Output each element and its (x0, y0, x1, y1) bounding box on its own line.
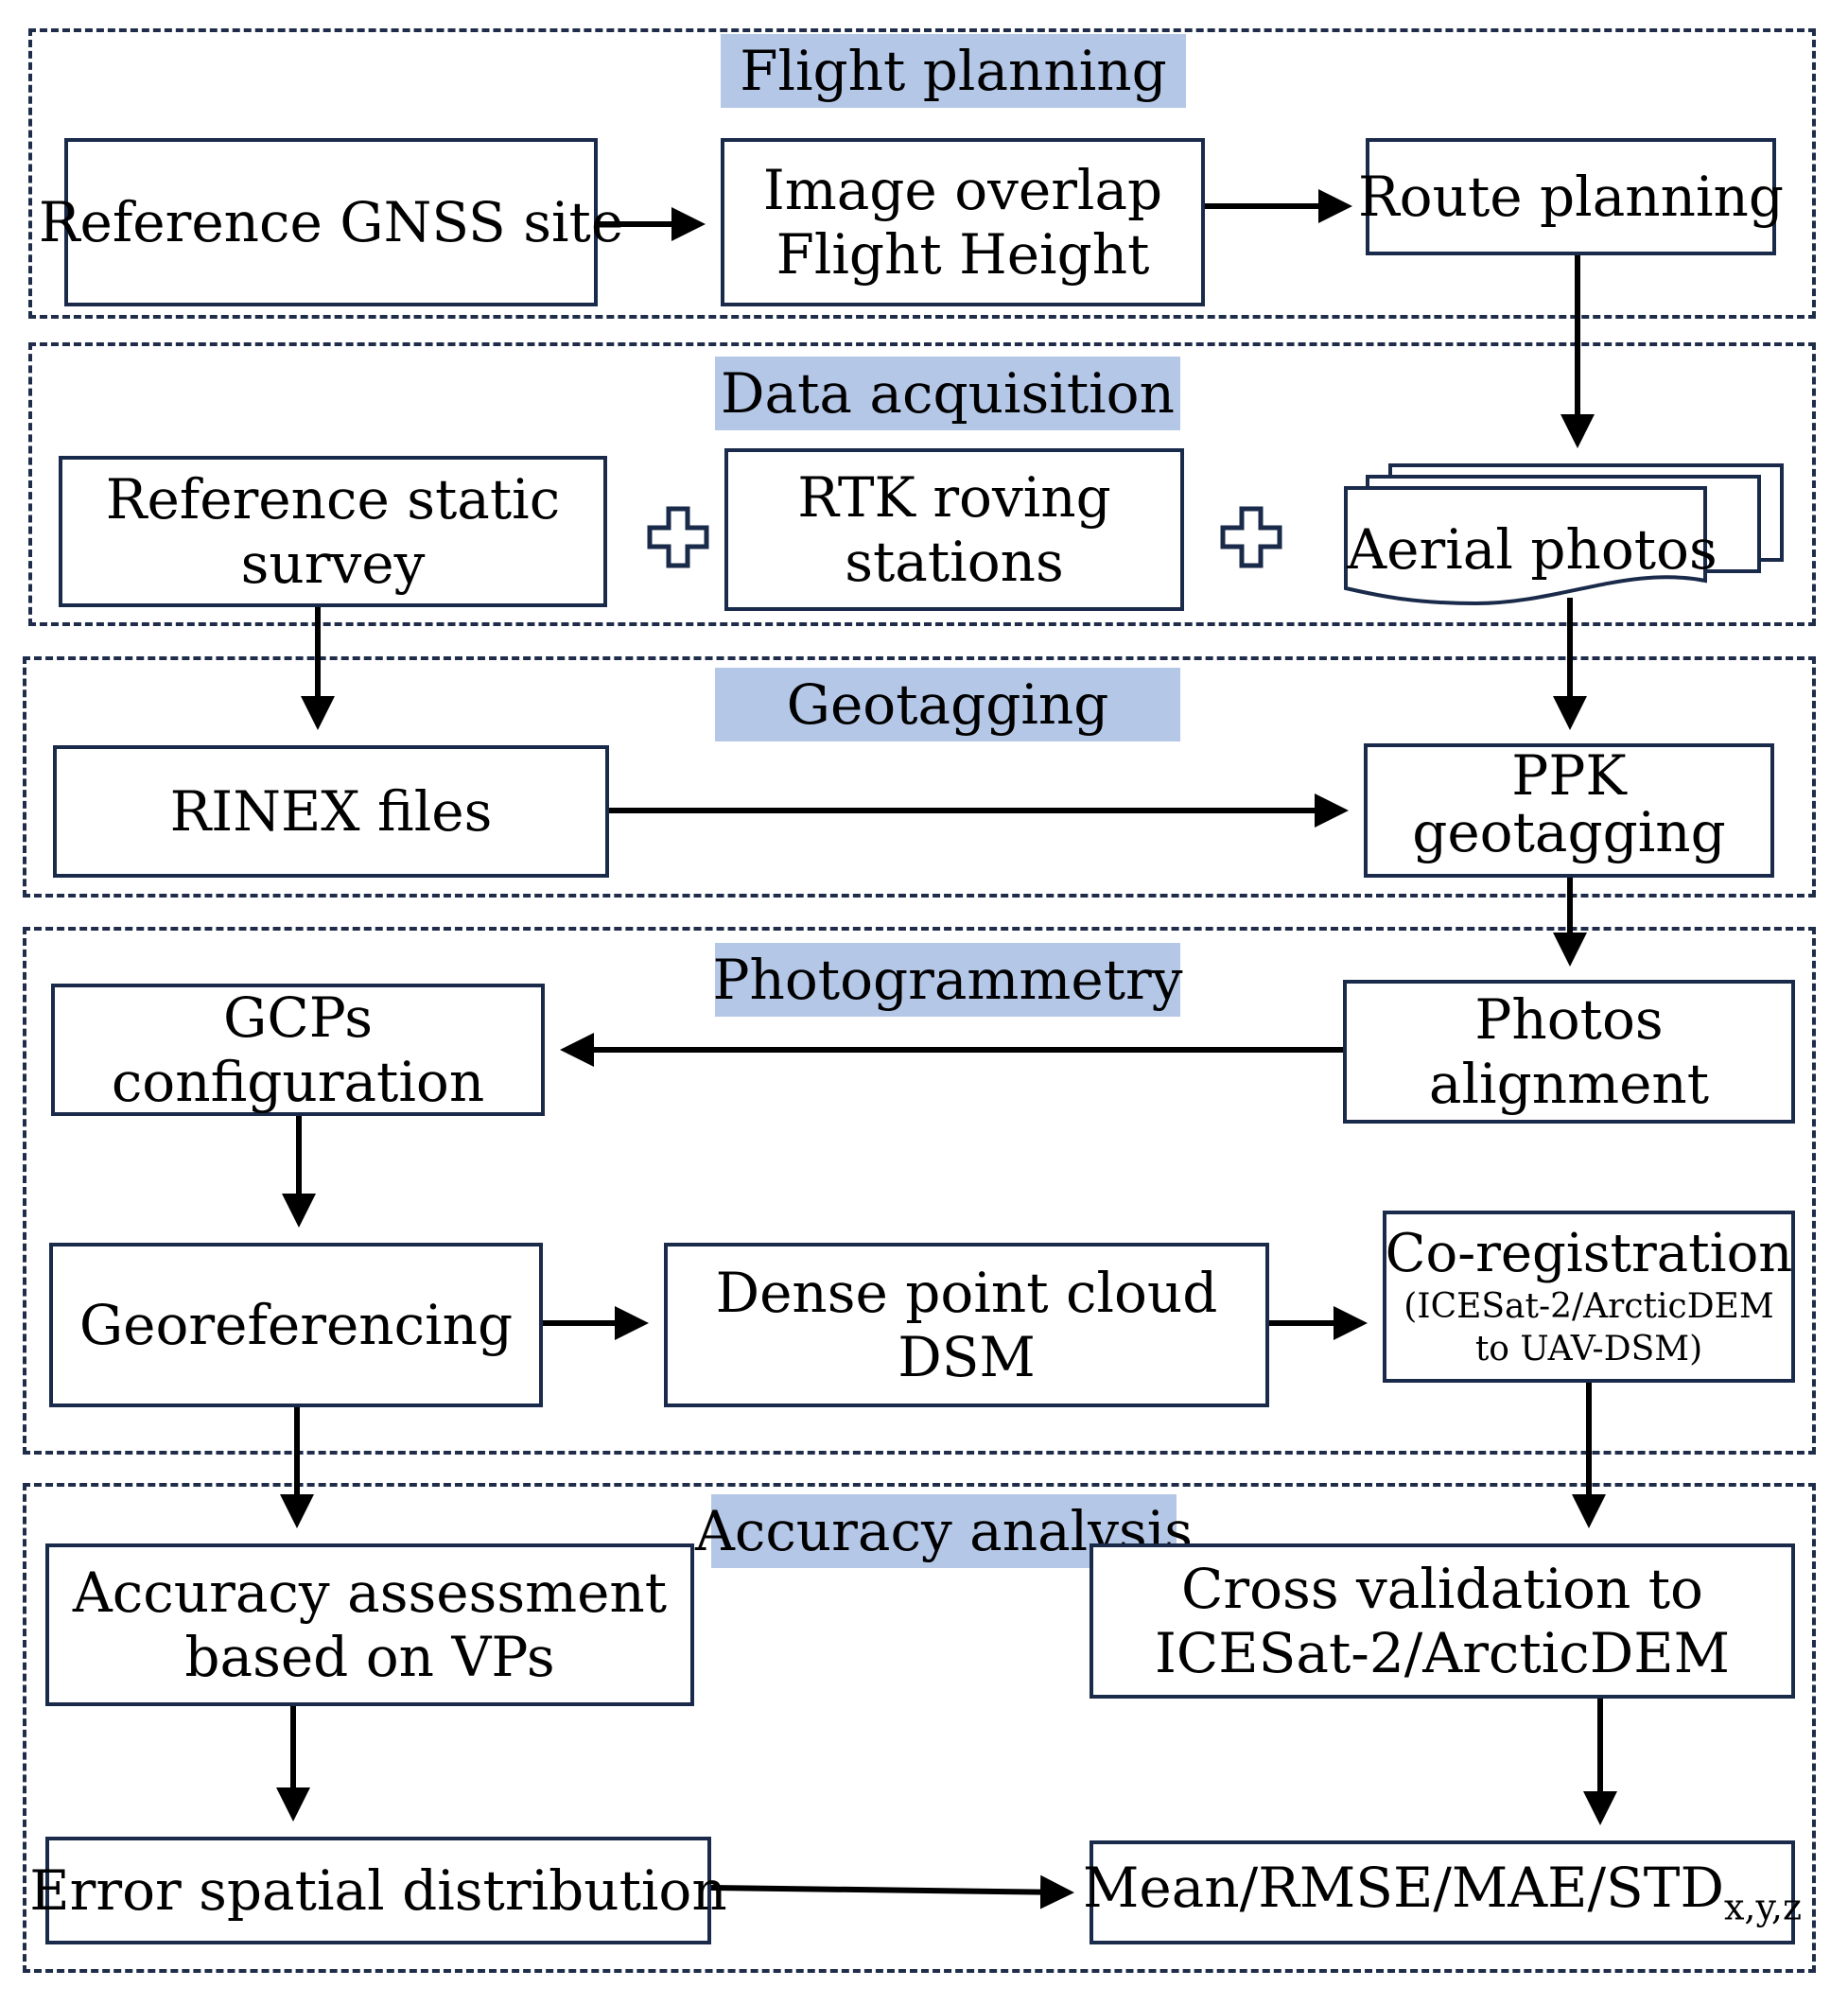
node-label: Reference static (105, 466, 561, 532)
node-label: Dense point cloud (715, 1260, 1218, 1325)
node-label: Cross validation to (1181, 1556, 1703, 1621)
node-error-spatial-distribution: Error spatial distribution (29, 1837, 727, 1944)
node-metrics: Mean/RMSE/MAE/STDx,y,z (1083, 1840, 1802, 1944)
node-image-overlap-flight-height: Image overlap Flight Height (721, 138, 1205, 306)
node-label: based on VPs (184, 1625, 555, 1689)
node-label: GCPs (223, 985, 373, 1050)
node-label: DSM (898, 1325, 1036, 1389)
section-data-acquisition (28, 342, 1816, 626)
node-label: to UAV-DSM) (1474, 1330, 1703, 1369)
node-label: PPK (1511, 743, 1627, 808)
node-label: Co-registration (1385, 1222, 1793, 1284)
node-accuracy-assessment: Accuracy assessment based on VPs (45, 1543, 694, 1706)
node-label: geotagging (1412, 800, 1726, 865)
node-label: Photos (1474, 986, 1664, 1052)
node-photos-alignment: Photos alignment (1343, 980, 1795, 1124)
node-label: Image overlap (762, 157, 1163, 222)
node-label: survey (240, 532, 426, 596)
metrics-subscript: x,y,z (1723, 1886, 1802, 1928)
title-geotagging: Geotagging (715, 668, 1180, 741)
title-photogrammetry: Photogrammetry (712, 943, 1183, 1017)
node-co-registration: Co-registration (ICESat-2/ArcticDEM to U… (1383, 1211, 1795, 1383)
node-route-planning: Route planning (1358, 138, 1784, 255)
node-label: Flight Height (776, 222, 1150, 287)
node-label: Reference GNSS site (38, 189, 624, 254)
plus-icon (647, 506, 709, 568)
metrics-main-text: Mean/RMSE/MAE/STD (1083, 1856, 1724, 1921)
node-label: Georeferencing (78, 1292, 514, 1357)
node-cross-validation: Cross validation to ICESat-2/ArcticDEM (1090, 1543, 1795, 1699)
node-label: configuration (111, 1050, 485, 1114)
node-reference-static-survey: Reference static survey (59, 456, 607, 607)
title-data-acquisition: Data acquisition (715, 357, 1180, 430)
node-label: Mean/RMSE/MAE/STDx,y,z (1083, 1856, 1802, 1928)
node-dense-point-cloud-dsm: Dense point cloud DSM (664, 1243, 1269, 1407)
node-rinex-files: RINEX files (53, 745, 609, 878)
section-geotagging (23, 656, 1816, 898)
node-label: Error spatial distribution (29, 1857, 727, 1923)
aerial-photos-documents-icon (1344, 463, 1784, 606)
plus-icon (1220, 506, 1282, 568)
section-accuracy-analysis (23, 1483, 1816, 1973)
section-flight-planning (28, 28, 1816, 319)
node-label: RTK roving (797, 464, 1111, 530)
node-georeferencing: Georeferencing (49, 1243, 543, 1407)
node-label: ICESat-2/ArcticDEM (1155, 1621, 1730, 1685)
node-rtk-roving-stations: RTK roving stations (724, 448, 1184, 611)
node-label: RINEX files (169, 778, 493, 844)
node-label: (ICESat-2/ArcticDEM (1403, 1287, 1774, 1327)
node-aerial-photos: Aerial photos (1347, 517, 1717, 582)
node-label: alignment (1428, 1052, 1710, 1116)
title-flight-planning: Flight planning (721, 34, 1186, 108)
node-label: Route planning (1358, 164, 1785, 229)
node-label: Accuracy assessment (72, 1560, 668, 1625)
node-reference-gnss-site: Reference GNSS site (39, 138, 623, 306)
node-label: stations (845, 530, 1064, 594)
section-photogrammetry (23, 927, 1816, 1455)
node-ppk-geotagging: PPK geotagging (1364, 743, 1774, 878)
node-gcps-configuration: GCPs configuration (51, 984, 545, 1116)
